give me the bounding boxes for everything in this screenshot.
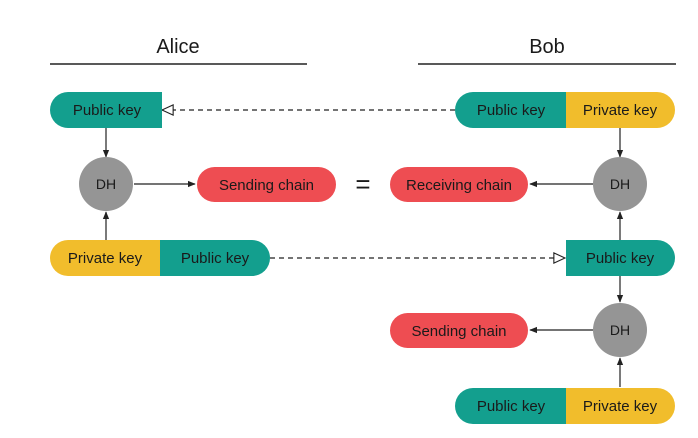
alice-dh-node: DH bbox=[79, 157, 133, 211]
dh-circle bbox=[593, 157, 647, 211]
private-key-segment bbox=[566, 388, 675, 424]
bob-sending-chain: Sending chain bbox=[390, 313, 528, 348]
public-key-label: Public key bbox=[477, 102, 546, 119]
receiving-chain-pill bbox=[390, 167, 528, 202]
private-key-label: Private key bbox=[583, 398, 658, 415]
connectors bbox=[102, 110, 624, 387]
public-key-label: Public key bbox=[586, 250, 655, 267]
public-key-segment bbox=[455, 92, 566, 128]
public-key-pill bbox=[566, 240, 675, 276]
bob-header: Bob bbox=[418, 36, 676, 65]
public-key-pill bbox=[50, 92, 162, 128]
alice-key-pair: Private key Public key bbox=[50, 240, 270, 276]
dh-circle bbox=[79, 157, 133, 211]
bob-dh-node-2: DH bbox=[593, 303, 647, 357]
bob-dh-node-1: DH bbox=[593, 157, 647, 211]
private-key-label: Private key bbox=[583, 102, 658, 119]
receiving-chain-label: Receiving chain bbox=[406, 177, 512, 194]
bob-key-pair-2: Public key Private key bbox=[455, 388, 675, 424]
private-key-label: Private key bbox=[68, 250, 143, 267]
sending-chain-pill bbox=[197, 167, 336, 202]
alice-header: Alice bbox=[50, 36, 307, 65]
public-key-label: Public key bbox=[73, 102, 142, 119]
bob-receiving-chain: Receiving chain bbox=[390, 167, 528, 202]
bob-received-public-key: Public key bbox=[566, 240, 675, 276]
bob-key-pair-1: Public key Private key bbox=[455, 92, 675, 128]
equals-sign: = bbox=[355, 169, 370, 199]
public-key-segment bbox=[455, 388, 566, 424]
private-key-segment bbox=[50, 240, 160, 276]
sending-chain-pill bbox=[390, 313, 528, 348]
public-key-label: Public key bbox=[181, 250, 250, 267]
dh-label: DH bbox=[610, 322, 630, 338]
dh-label: DH bbox=[96, 176, 116, 192]
alice-received-public-key: Public key bbox=[50, 92, 162, 128]
alice-title: Alice bbox=[156, 36, 199, 58]
dh-circle bbox=[593, 303, 647, 357]
sending-chain-label: Sending chain bbox=[411, 323, 506, 340]
dh-label: DH bbox=[610, 176, 630, 192]
public-key-segment bbox=[160, 240, 270, 276]
alice-sending-chain: Sending chain bbox=[197, 167, 336, 202]
sending-chain-label: Sending chain bbox=[219, 177, 314, 194]
public-key-label: Public key bbox=[477, 398, 546, 415]
private-key-segment bbox=[566, 92, 675, 128]
bob-title: Bob bbox=[529, 36, 565, 58]
